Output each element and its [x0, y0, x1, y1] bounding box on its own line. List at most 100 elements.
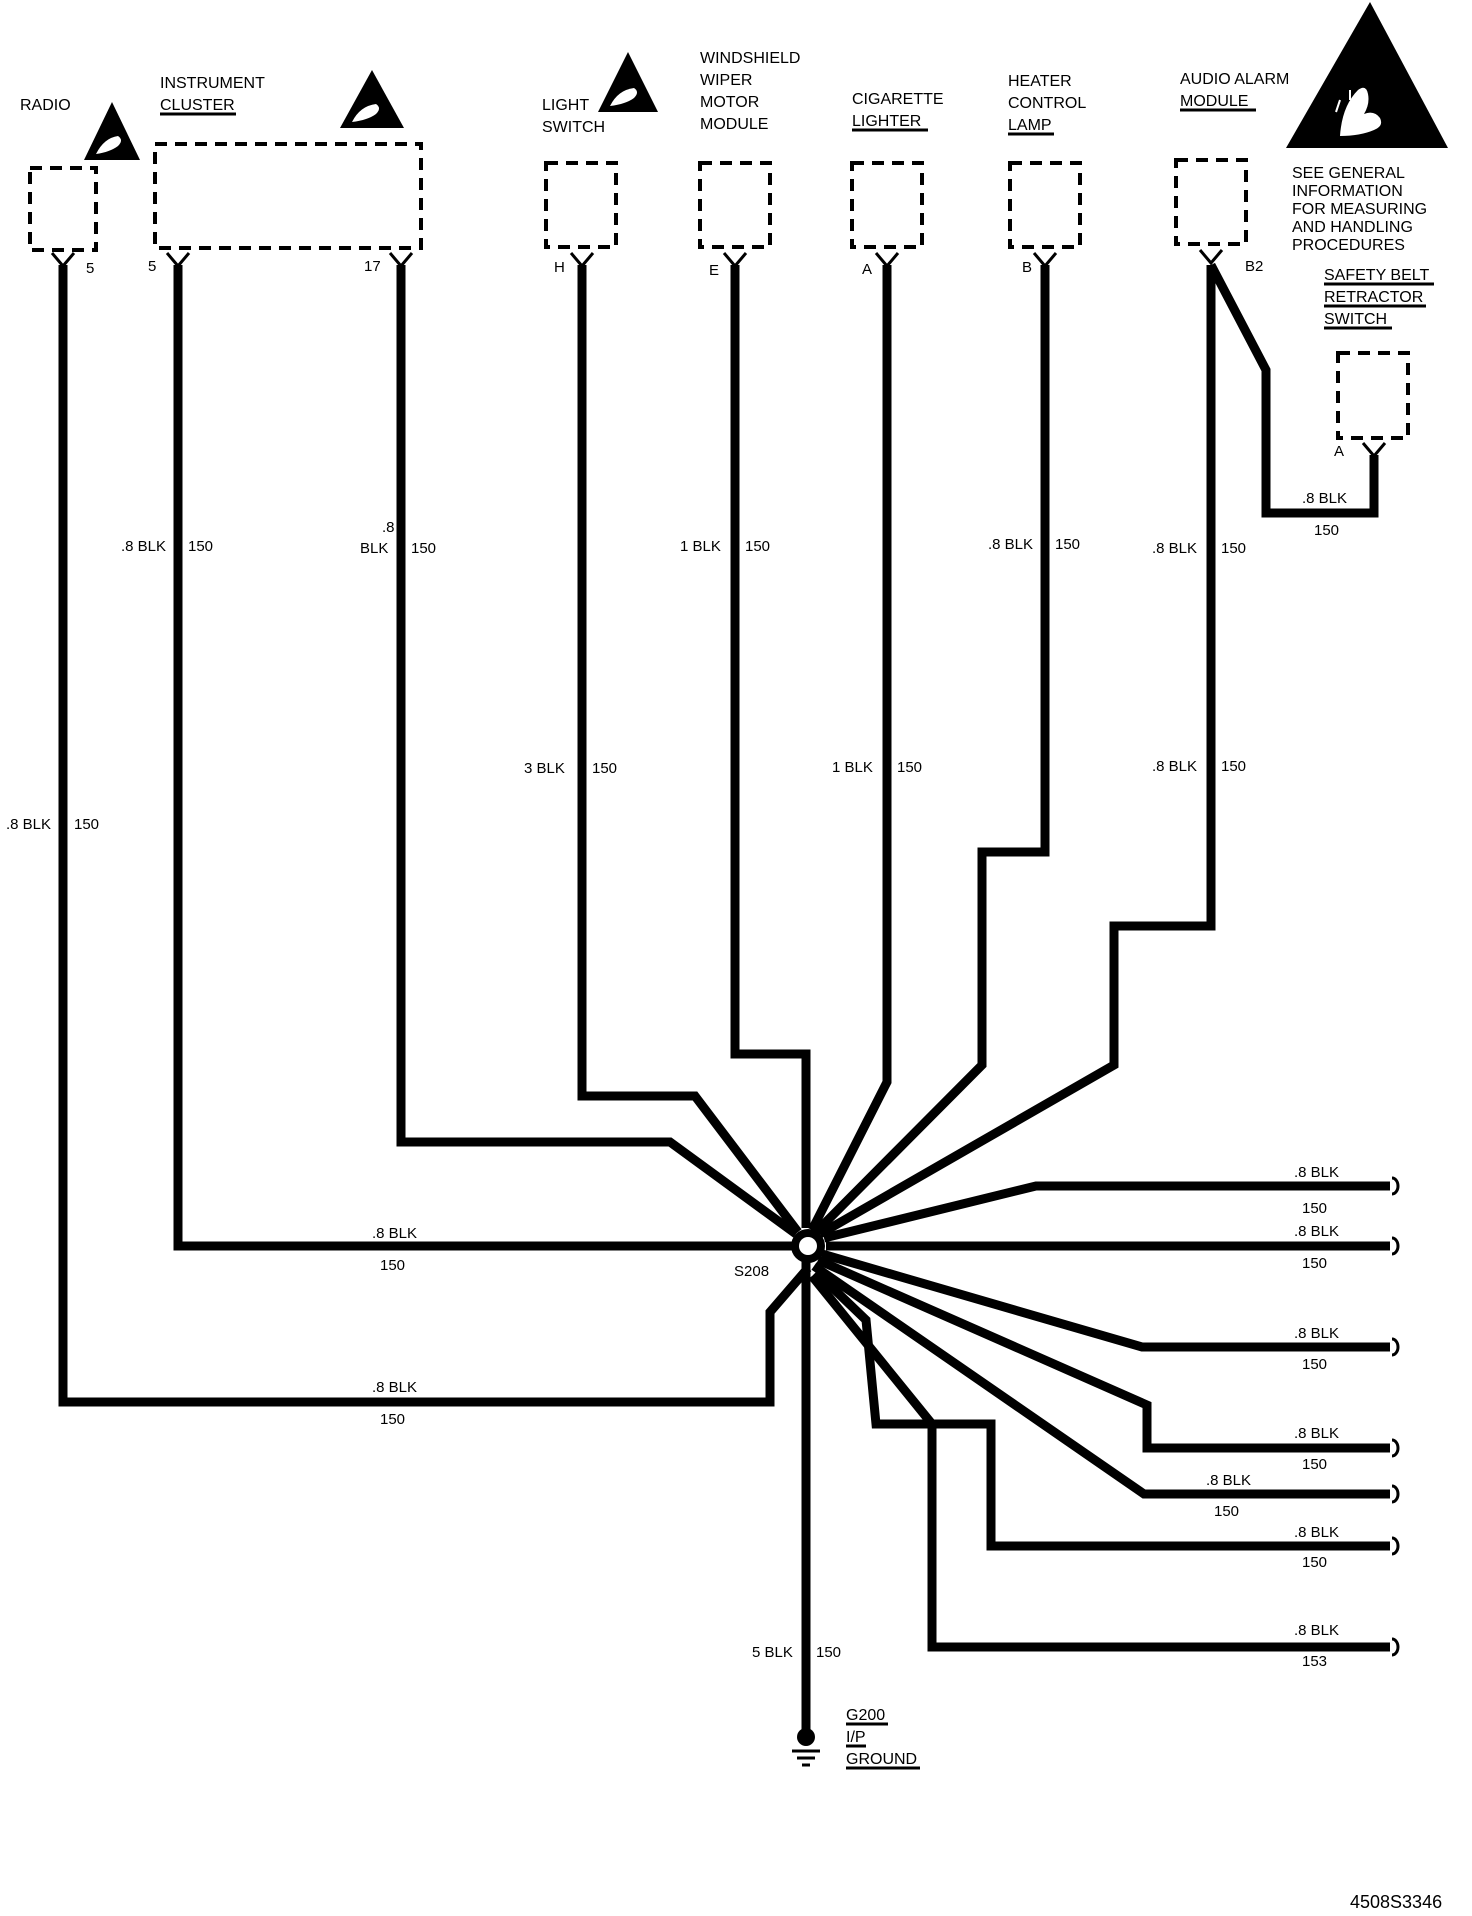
wiper-module-connector	[698, 161, 772, 249]
branch-ends	[1391, 1176, 1400, 1657]
ground-label: G200 I/P GROUND	[846, 1707, 917, 1768]
heater-wire-size: .8 BLK	[988, 536, 1033, 553]
branch-end-5	[1391, 1484, 1400, 1504]
cluster-pin-17: 17	[364, 258, 381, 275]
wire-cluster-pin17	[396, 265, 799, 1238]
wiper-pin: E	[709, 262, 719, 279]
wire-branch-3	[820, 1249, 1390, 1352]
belt-wire-circuit: 150	[1314, 522, 1339, 539]
esd-warning-icon-radio	[84, 102, 140, 160]
cluster-horizontal-wire-size: .8 BLK	[372, 1225, 417, 1242]
branch-7-circuit: 153	[1302, 1653, 1327, 1670]
heater-pin: B	[1022, 259, 1032, 276]
branch-end-7	[1391, 1637, 1400, 1657]
branch-5-circuit: 150	[1214, 1503, 1239, 1520]
figure-id: 4508S3346	[1350, 1892, 1442, 1912]
wiper-wire-circuit: 150	[745, 538, 770, 555]
radio-horizontal-wire-size: .8 BLK	[372, 1379, 417, 1396]
connectors	[28, 142, 1410, 440]
wire-light-switch	[577, 265, 802, 1235]
radio-connector	[28, 166, 98, 252]
branch-2-circuit: 150	[1302, 1255, 1327, 1272]
cluster-pin17-wire-size: BLK	[360, 540, 388, 557]
wire-wiper	[730, 265, 811, 1228]
ground-wire-circuit: 150	[816, 1644, 841, 1661]
cluster-pin17-wire-size-top: .8	[382, 519, 395, 536]
branch-end-6	[1391, 1536, 1400, 1556]
cluster-pin5-wire-circuit: 150	[188, 538, 213, 555]
safety-belt-pin: A	[1334, 443, 1344, 460]
cluster-pin17-wire-circuit: 150	[411, 540, 436, 557]
wiper-module-label: WINDSHIELD WIPER MOTOR MODULE	[700, 50, 805, 133]
branch-1-circuit: 150	[1302, 1200, 1327, 1217]
instrument-cluster-label: INSTRUMENT CLUSTER	[160, 75, 269, 114]
audio-alarm-connector	[1174, 158, 1248, 246]
cigarette-lighter-label: CIGARETTE LIGHTER	[852, 91, 948, 130]
audio-wire-circuit-lower: 150	[1221, 758, 1246, 775]
branch-6-size: .8 BLK	[1294, 1524, 1339, 1541]
ground-wire-size: 5 BLK	[752, 1644, 793, 1661]
wire-heater-lamp	[812, 265, 1050, 1236]
heater-lamp-connector	[1008, 161, 1082, 249]
branch-end-4	[1391, 1438, 1400, 1458]
audio-wire-size-lower: .8 BLK	[1152, 758, 1197, 775]
radio-pin: 5	[86, 260, 94, 277]
cluster-pin5-wire-size: .8 BLK	[121, 538, 166, 555]
right-branch-labels: .8 BLK 150 .8 BLK 150 .8 BLK 150 .8 BLK …	[1206, 1164, 1339, 1670]
wire-branch-1	[822, 1181, 1390, 1243]
audio-alarm-label: AUDIO ALARM MODULE	[1180, 71, 1294, 110]
branch-3-size: .8 BLK	[1294, 1325, 1339, 1342]
light-wire-size: 3 BLK	[524, 760, 565, 777]
radio-horizontal-wire-circuit: 150	[380, 1411, 405, 1428]
lighter-pin: A	[862, 261, 872, 278]
wire-branch-7	[808, 1273, 1390, 1652]
esd-warning-icon-light-switch	[598, 52, 658, 112]
branch-3-circuit: 150	[1302, 1356, 1327, 1373]
wiper-wire-size: 1 BLK	[680, 538, 721, 555]
light-switch-pin: H	[554, 259, 565, 276]
ground-symbol	[792, 1728, 820, 1767]
safety-belt-connector	[1336, 351, 1410, 440]
light-switch-connector	[544, 161, 618, 249]
audio-alarm-pin: B2	[1245, 258, 1263, 275]
branch-end-1	[1391, 1176, 1400, 1196]
esd-note: SEE GENERAL INFORMATION FOR MEASURING AN…	[1292, 165, 1432, 254]
wire-branch-4	[816, 1255, 1390, 1453]
branch-2-size: .8 BLK	[1294, 1223, 1339, 1240]
lighter-wire-size: 1 BLK	[832, 759, 873, 776]
cluster-horizontal-wire-circuit: 150	[380, 1257, 405, 1274]
branch-end-2	[1391, 1236, 1400, 1256]
wire-safety-belt	[1207, 262, 1379, 518]
branch-1-size: .8 BLK	[1294, 1164, 1339, 1181]
safety-belt-label: SAFETY BELT RETRACTOR SWITCH	[1324, 267, 1433, 328]
branch-end-3	[1391, 1337, 1400, 1357]
cigarette-lighter-connector	[850, 161, 924, 249]
light-switch-label: LIGHT SWITCH	[542, 97, 605, 136]
wire-cluster-pin5	[173, 265, 804, 1251]
audio-wire-size-upper: .8 BLK	[1152, 540, 1197, 557]
radio-label: RADIO	[20, 97, 71, 114]
branch-7-size: .8 BLK	[1294, 1622, 1339, 1639]
branch-4-size: .8 BLK	[1294, 1425, 1339, 1442]
wires	[58, 262, 1390, 1733]
instrument-cluster-connector	[153, 142, 423, 250]
branch-5-size: .8 BLK	[1206, 1472, 1251, 1489]
cluster-pin-5: 5	[148, 258, 156, 275]
wire-audio-alarm	[817, 265, 1216, 1238]
heater-lamp-label: HEATER CONTROL LAMP	[1008, 73, 1090, 134]
esd-warning-icon-cluster	[340, 70, 404, 128]
branch-4-circuit: 150	[1302, 1456, 1327, 1473]
audio-wire-circuit-upper: 150	[1221, 540, 1246, 557]
radio-wire-circuit: 150	[74, 816, 99, 833]
belt-wire-size: .8 BLK	[1302, 490, 1347, 507]
splice-label: S208	[734, 1263, 769, 1280]
terminals	[50, 249, 1387, 459]
wire-radio	[58, 265, 812, 1407]
lighter-wire-circuit: 150	[897, 759, 922, 776]
wire-branch-6	[812, 1268, 1390, 1551]
esd-warning-icon-large	[1286, 2, 1448, 148]
radio-wire-size: .8 BLK	[6, 816, 51, 833]
heater-wire-circuit: 150	[1055, 536, 1080, 553]
splice-s208	[791, 1229, 825, 1263]
